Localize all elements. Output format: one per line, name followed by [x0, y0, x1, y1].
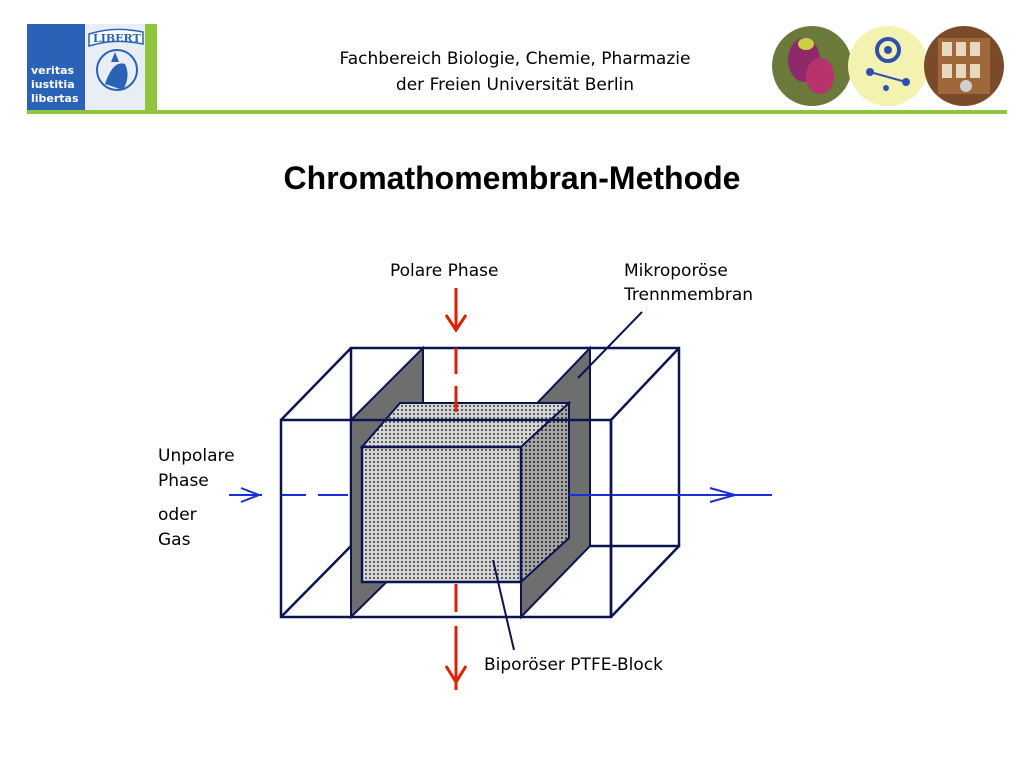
membrane-pointer [577, 311, 643, 379]
header-divider [27, 110, 1007, 114]
pharmacy-image-icon [924, 26, 1004, 106]
logo-banner-text: LIBERT [93, 32, 142, 45]
label-polar-phase: Polare Phase [390, 261, 498, 281]
beetle-image-icon [772, 26, 852, 106]
block-pointer [492, 559, 515, 651]
label-unpolar-line1: Unpolare [158, 446, 235, 466]
molecule-image-icon [848, 26, 928, 106]
fu-berlin-logo: LIBERT veritas iustitia libertas [27, 24, 157, 112]
header-faculty: Fachbereich Biologie, Chemie, Pharmazie … [230, 46, 800, 98]
label-unpolar-line3: oder [158, 505, 197, 525]
ptfe-block [359, 400, 572, 585]
polar-flow-arrow [444, 288, 468, 690]
label-ptfe-block: Biporöser PTFE-Block [484, 655, 663, 675]
label-unpolar-line2: Phase [158, 471, 209, 491]
faculty-images [772, 26, 1004, 106]
slide-title: Chromathomembran-Methode [283, 160, 741, 196]
label-unpolar-line4: Gas [158, 530, 191, 550]
label-membrane-line2: Trennmembran [623, 285, 753, 305]
logo-motto-line1: veritas [31, 64, 75, 77]
logo-motto-line2: iustitia [31, 78, 75, 91]
header-line1: Fachbereich Biologie, Chemie, Pharmazie [339, 49, 691, 69]
label-membrane-line1: Mikroporöse [624, 261, 728, 281]
header-line2: der Freien Universität Berlin [395, 75, 635, 95]
logo-motto-line3: libertas [31, 92, 79, 105]
unpolar-flow-arrow [229, 487, 772, 503]
